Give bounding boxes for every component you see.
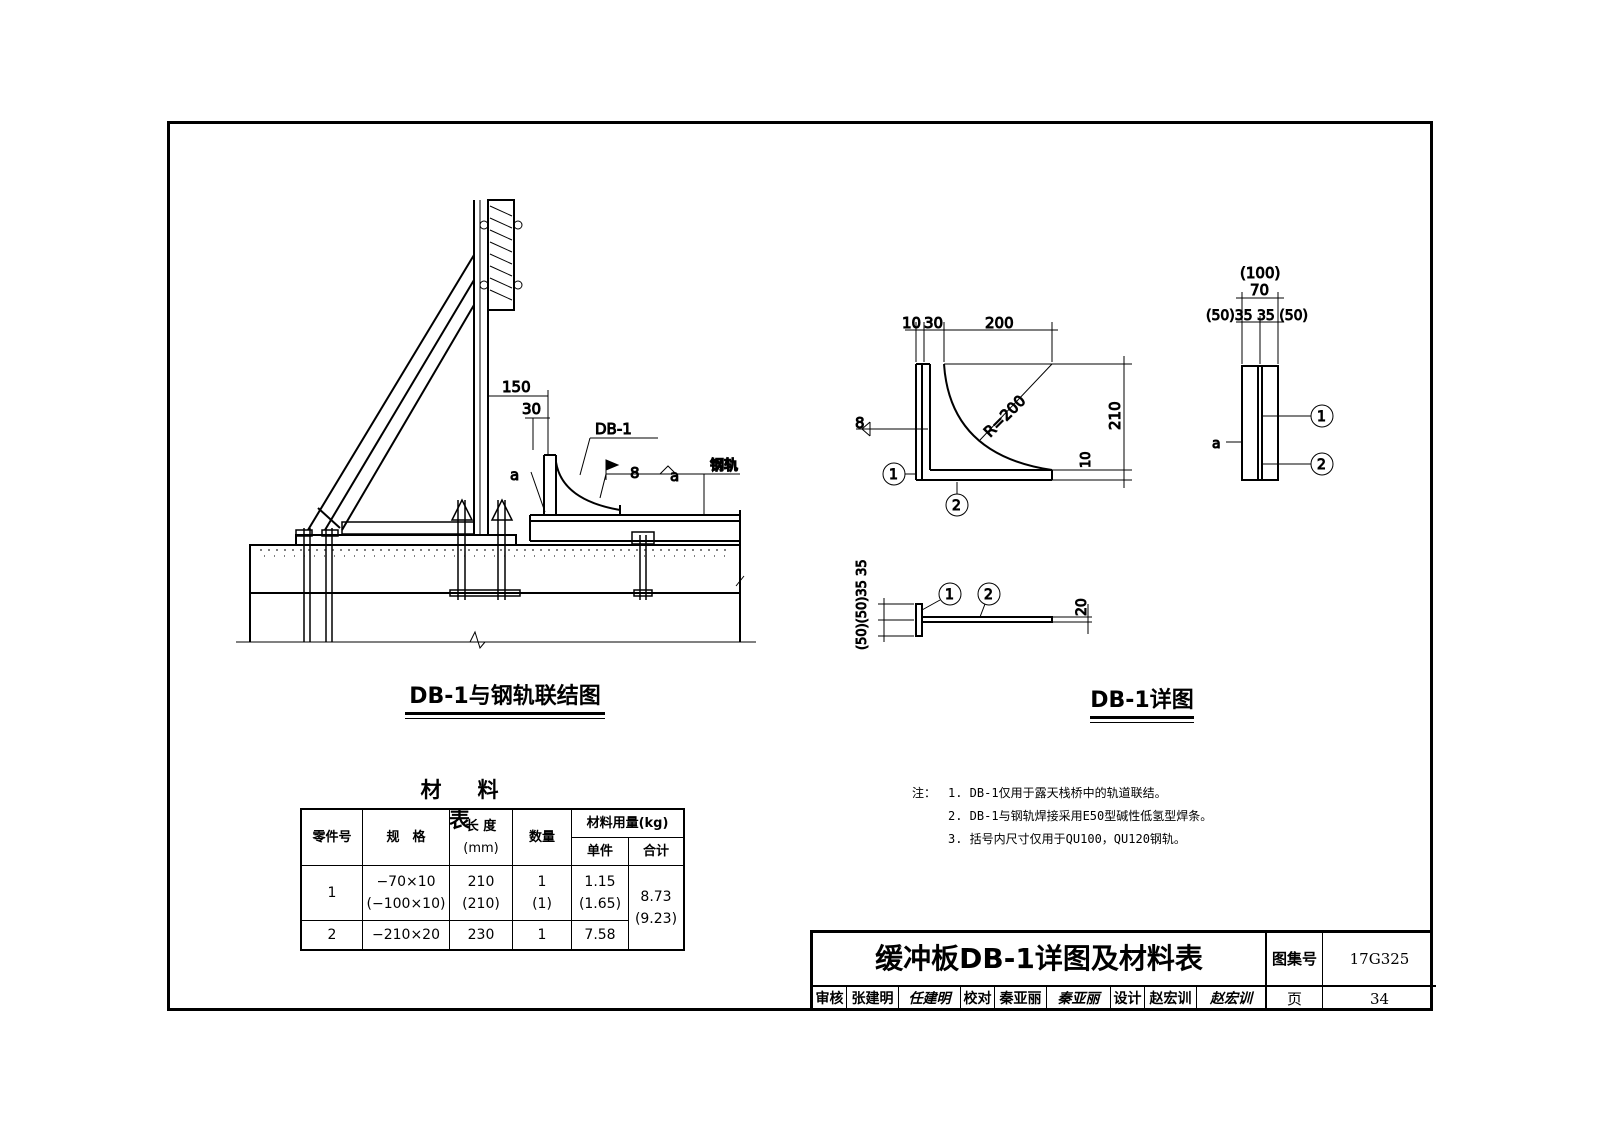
atlas-label: 图集号 [1267, 933, 1323, 987]
db1-detail-view: 10 30 200 R=200 210 10 8 1 2 [855, 264, 1334, 651]
check-label: 校对 [961, 987, 995, 1011]
header-unit: 单件 [571, 837, 629, 866]
side-callout-2: 2 [1317, 457, 1326, 473]
checker-name: 秦亚丽 [995, 987, 1047, 1011]
side-dimensions [1226, 292, 1334, 476]
notes-lead: 注： [912, 786, 937, 800]
dim-10: 10 [902, 314, 921, 332]
review-label: 审核 [813, 987, 847, 1011]
callout-1: 1 [889, 467, 898, 483]
dim-30-detail: 30 [924, 314, 943, 332]
anchor-bolts [295, 498, 655, 642]
plan-dims: (50)(50)35 35 [855, 559, 870, 650]
plan-dimensions [878, 582, 1092, 642]
dim-10b: 10 [1079, 451, 1094, 468]
notes: 注：1. DB-1仅用于露天栈桥中的轨道联结。 2. DB-1与钢轨焊接采用E5… [912, 782, 1212, 851]
header-usage: 材料用量(kg) [571, 808, 685, 838]
header-qty: 数量 [512, 808, 572, 866]
dim-210: 210 [1106, 401, 1124, 430]
designer-name: 赵宏训 [1145, 987, 1197, 1011]
db1-side-view [1241, 365, 1279, 481]
steel-rail [529, 510, 741, 545]
db1-plan-view [915, 603, 1053, 637]
elevation-dimensions [856, 322, 1132, 488]
rail-label: 钢轨 [710, 457, 738, 474]
column-base-plate [295, 534, 517, 546]
page-label: 页 [1267, 987, 1323, 1011]
radius-label: R=200 [980, 392, 1029, 441]
atlas-number: 17G325 [1323, 933, 1436, 987]
weld-label-a: a [510, 466, 519, 484]
db1-plate [543, 454, 621, 515]
side-callout-1: 1 [1317, 409, 1326, 425]
connection-dimensions [488, 390, 740, 515]
drawing-frame [167, 121, 1433, 1011]
signature-row: 审核 张建明 任建明 校对 秦亚丽 秦亚丽 设计 赵宏训 赵宏训 [813, 987, 1267, 1011]
page-number: 34 [1369, 990, 1390, 1008]
weld-label-a2: a [670, 467, 679, 485]
header-spec: 规 格 [362, 808, 450, 866]
design-label: 设计 [1111, 987, 1145, 1011]
side-dim-row: (50)35 35 (50) [1206, 308, 1308, 324]
header-total: 合计 [628, 837, 685, 866]
concrete-beam-top [249, 544, 741, 594]
part-callouts [882, 462, 969, 517]
note-2: 2. DB-1与钢轨焊接采用E50型碱性低氢型焊条。 [948, 809, 1213, 823]
detail-view-title: DB-1详图 [1090, 688, 1194, 723]
plan-dim-20: 20 [1074, 598, 1090, 616]
designer-signature: 赵宏训 [1210, 991, 1252, 1007]
table-row: 1 −70×10(−100×10) 210(210) 1(1) 1.15(1.6… [300, 865, 685, 951]
plan-callout-1: 1 [945, 587, 954, 603]
timber-block [479, 205, 523, 301]
material-table: 零件号 规 格 长 度(mm) 数量 材料用量(kg) 单件 合计 1 −70×… [300, 808, 685, 951]
part-label-db1: DB-1 [595, 420, 632, 438]
title-block: 缓冲板DB-1详图及材料表 图集号 17G325 审核 张建明 任建明 校对 秦… [810, 930, 1436, 1011]
plan-callout-2: 2 [984, 587, 993, 603]
dim-150: 150 [502, 378, 531, 396]
side-dim-70: 70 [1250, 281, 1269, 299]
db1-elevation [915, 363, 1053, 481]
header-part-no: 零件号 [300, 808, 363, 866]
reviewer-signature: 任建明 [899, 987, 961, 1011]
callout-2: 2 [952, 498, 961, 514]
drawing-title: 缓冲板DB-1详图及材料表 [813, 933, 1267, 987]
side-dim-100: (100) [1240, 264, 1280, 282]
table-subheader-row: 单件 合计 [301, 837, 685, 866]
dim-30: 30 [522, 400, 541, 418]
checker-signature: 秦亚丽 [1047, 987, 1111, 1011]
header-length: 长 度(mm) [449, 808, 513, 866]
side-weld-a: a [1212, 436, 1221, 452]
dim-200: 200 [985, 314, 1014, 332]
note-3: 3. 括号内尺寸仅用于QU100，QU120钢轨。 [948, 832, 1186, 846]
concrete-hatch [260, 549, 730, 557]
column [473, 199, 515, 535]
table-row: 2 −210×20 230 1 7.58 [300, 920, 684, 951]
note-1: 注：1. DB-1仅用于露天栈桥中的轨道联结。 [912, 782, 1212, 805]
weld-size-8: 8 [630, 464, 640, 482]
weld-size-8-detail: 8 [855, 414, 865, 432]
diagonal-brace [307, 254, 475, 531]
connection-view: 150 30 DB-1 a 8 a 钢轨 [236, 199, 756, 650]
table-header-row: 零件号 规 格 长 度(mm) 数量 材料用量(kg) [300, 808, 685, 866]
total-cell: 8.73(9.23) [628, 865, 685, 951]
connection-view-title: DB-1与钢轨联结图 [405, 684, 605, 719]
reviewer-name: 张建明 [847, 987, 899, 1011]
